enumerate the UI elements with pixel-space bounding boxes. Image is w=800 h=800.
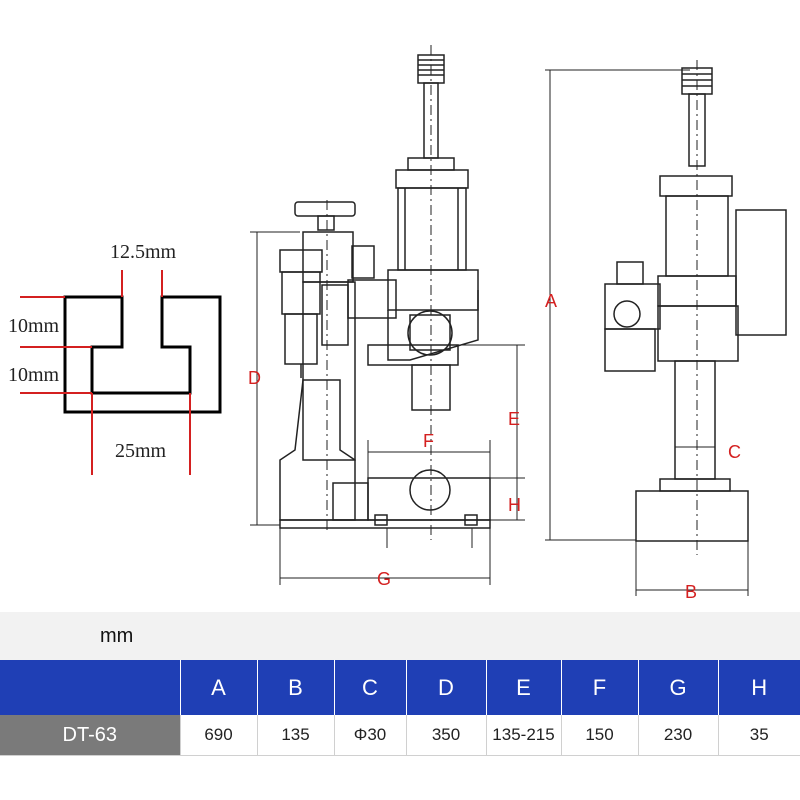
dim-label-b: B	[685, 582, 697, 600]
model-cell: DT-63	[0, 715, 180, 756]
dim-label-h: H	[508, 495, 521, 515]
header-c: C	[333, 660, 406, 715]
unit-row: mm	[0, 612, 800, 660]
value-e: 135-215	[485, 715, 561, 756]
value-g: 230	[637, 715, 718, 756]
value-c: Φ30	[333, 715, 406, 756]
dim-label-g: G	[377, 569, 391, 589]
slot-upper-height-label: 10mm	[8, 315, 60, 337]
dim-label-f: F	[423, 431, 434, 451]
dim-label-a: A	[545, 291, 557, 311]
spec-table: mm A B C D E F G H DT-63 690 135 Φ30 350…	[0, 612, 800, 756]
value-b: 135	[256, 715, 334, 756]
dim-label-e: E	[508, 409, 520, 429]
value-f: 150	[560, 715, 638, 756]
t-slot-outline	[63, 295, 222, 414]
value-d: 350	[405, 715, 486, 756]
header-g: G	[637, 660, 718, 715]
slot-bottom-width-label: 25mm	[115, 440, 167, 462]
slot-top-width-label: 12.5mm	[110, 241, 177, 263]
header-blank	[0, 660, 180, 715]
value-h: 35	[717, 715, 800, 756]
header-a: A	[179, 660, 257, 715]
unit-label: mm	[0, 612, 800, 660]
header-row: A B C D E F G H	[0, 660, 800, 715]
header-d: D	[405, 660, 486, 715]
front-view	[250, 45, 525, 585]
value-a: 690	[179, 715, 257, 756]
header-e: E	[485, 660, 561, 715]
slot-lower-height-label: 10mm	[8, 364, 60, 386]
header-f: F	[560, 660, 638, 715]
side-view	[545, 60, 787, 596]
header-h: H	[717, 660, 800, 715]
dim-label-d: D	[248, 368, 261, 388]
table-row: DT-63 690 135 Φ30 350 135-215 150 230 35	[0, 715, 800, 756]
t-slot-diagram: 12.5mm 10mm 10mm 25mm	[8, 241, 222, 475]
technical-drawing: 12.5mm 10mm 10mm 25mm	[8, 45, 787, 600]
dim-label-c: C	[728, 442, 741, 462]
header-b: B	[256, 660, 334, 715]
